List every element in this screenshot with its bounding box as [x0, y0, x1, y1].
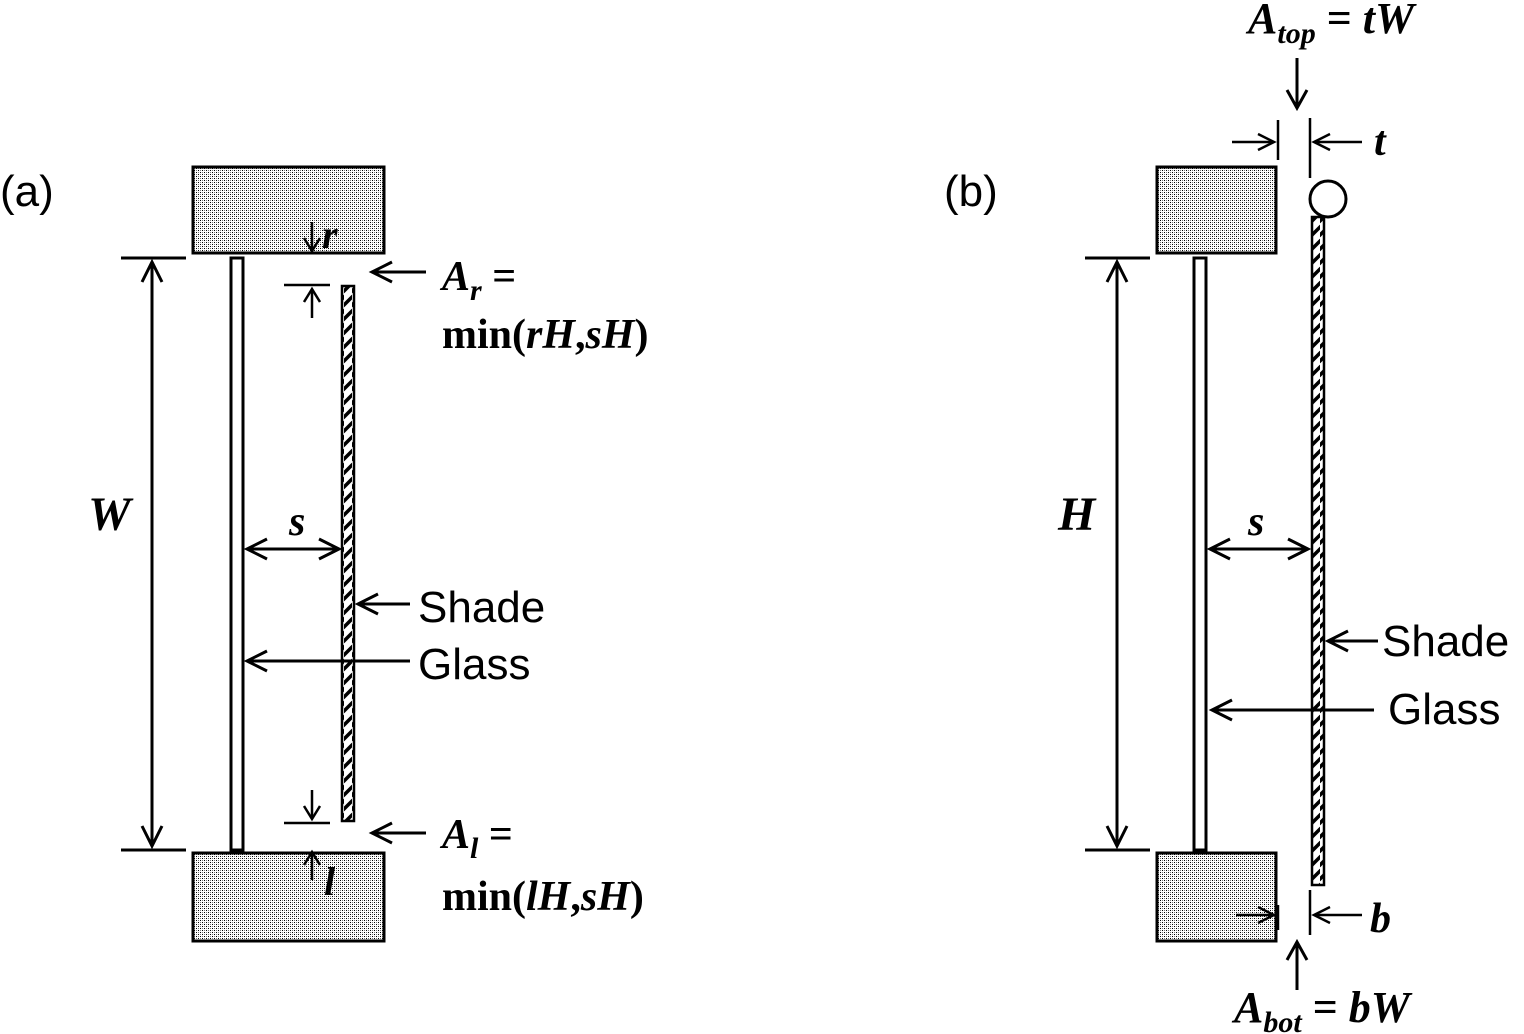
area-bottom-arrowhead [1285, 938, 1309, 961]
bottom-frame-block [191, 851, 386, 943]
t-dim-arrowhead-left [1311, 132, 1331, 152]
s-dim-label: s [288, 499, 305, 545]
s-dim-label: s [1247, 499, 1264, 545]
shade-roller [1308, 179, 1348, 219]
ar-pointer-head [368, 260, 393, 284]
l-dim-arrowhead-up [302, 849, 322, 866]
h-dim-arrow-down [1105, 825, 1129, 850]
b-dim-label: b [1370, 896, 1391, 942]
panel-b-label: (b) [944, 167, 998, 216]
glass-pointer-head [243, 649, 268, 673]
shade [340, 284, 356, 823]
al-pointer-head [368, 821, 393, 845]
area-right-label: Ar = [439, 254, 516, 307]
shade [1310, 215, 1326, 887]
panel-a-label: (a) [0, 167, 54, 216]
w-dim-arrow-up [140, 258, 164, 283]
b-dim-arrowhead-left [1311, 905, 1331, 925]
bottom-frame-block [1155, 851, 1278, 943]
shade-pointer-head [1324, 629, 1349, 653]
glass-pointer-head [1208, 698, 1233, 722]
h-dim-arrow-up [1105, 258, 1129, 283]
h-dim-label: H [1057, 488, 1097, 541]
area-left-formula: min(lH,sH) [442, 874, 644, 920]
area-right-formula: min(rH,sH) [442, 312, 649, 358]
glass-label: Glass [1388, 685, 1500, 734]
top-frame-block [191, 165, 386, 255]
glass-pane [1192, 256, 1208, 852]
panel-a: (a) W s r l [0, 165, 649, 943]
s-dim-arrow-left [243, 537, 268, 561]
shade-label: Shade [1382, 617, 1509, 666]
area-bottom-label: Abot = bW [1231, 983, 1413, 1034]
area-left-label: Al = [439, 812, 513, 865]
w-dim-label: W [88, 488, 134, 541]
s-dim-arrow-right [318, 537, 343, 561]
t-dim-label: t [1374, 119, 1387, 165]
t-dim-arrowhead-right [1257, 132, 1277, 152]
b-dim-arrowhead-right [1257, 905, 1277, 925]
panel-b: (b) H s t b [944, 0, 1509, 1034]
s-dim-arrow-right [1287, 537, 1312, 561]
l-dim-arrowhead [302, 805, 322, 822]
glass-pane [229, 256, 245, 852]
w-dim-arrow-down [140, 825, 164, 850]
r-dim-arrowhead-up [302, 286, 322, 303]
glass-label: Glass [418, 640, 530, 689]
r-dim-arrowhead [302, 237, 322, 254]
area-top-arrowhead [1285, 89, 1309, 112]
area-top-label: Atop = tW [1245, 0, 1417, 50]
s-dim-arrow-left [1206, 537, 1231, 561]
shade-pointer-head [354, 592, 379, 616]
top-frame-block [1155, 165, 1278, 255]
r-dim-label: r [322, 212, 338, 257]
shade-label: Shade [418, 583, 545, 632]
l-dim-label: l [324, 859, 336, 904]
